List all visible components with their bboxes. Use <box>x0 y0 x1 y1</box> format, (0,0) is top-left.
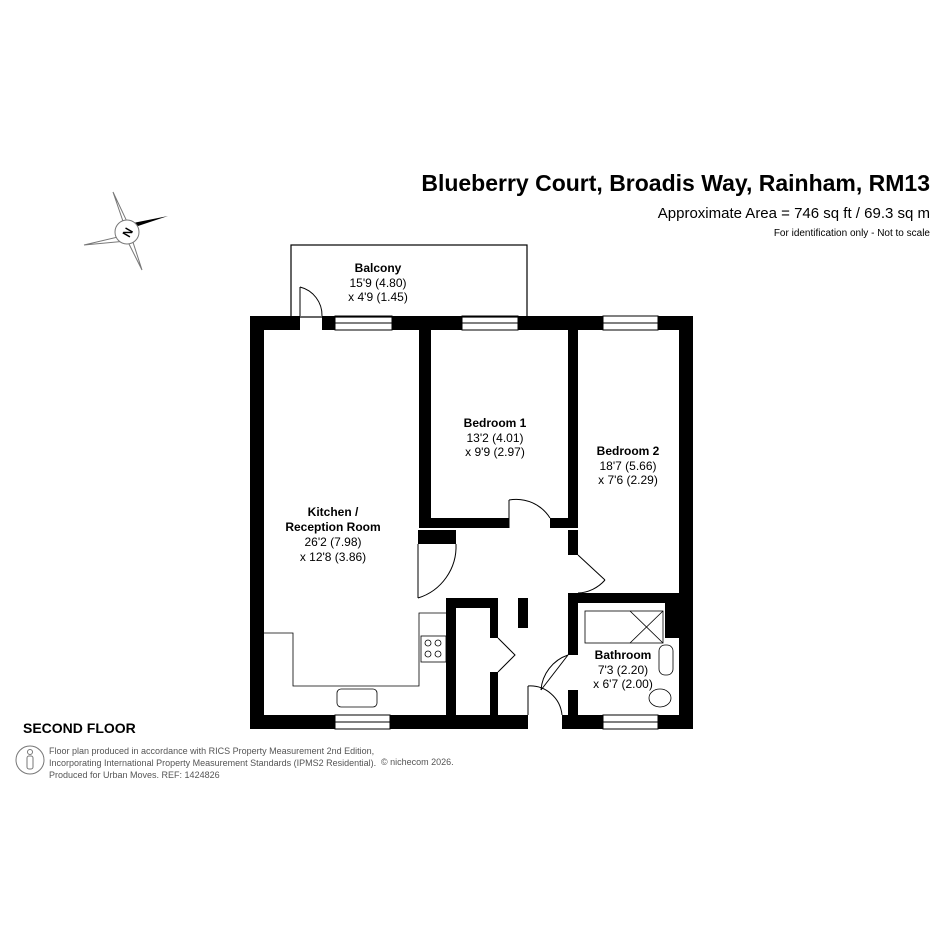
basin-icon <box>658 644 674 676</box>
walls <box>250 316 693 729</box>
room-bathroom: Bathroom 7'3 (2.20) x 6'7 (2.00) <box>593 648 653 691</box>
svg-text:Balcony: Balcony <box>355 261 402 275</box>
svg-text:Kitchen /: Kitchen / <box>308 505 359 519</box>
svg-text:Bedroom 2: Bedroom 2 <box>597 444 660 458</box>
windows <box>334 315 659 730</box>
room-balcony: Balcony 15'9 (4.80) x 4'9 (1.45) <box>348 261 408 304</box>
copyright: © nichecom 2026. <box>381 757 454 767</box>
balcony-outline <box>290 244 528 318</box>
footer-line-1: Floor plan produced in accordance with R… <box>49 746 375 756</box>
svg-text:x 7'6 (2.29): x 7'6 (2.29) <box>598 473 658 487</box>
sink-icon <box>336 688 378 708</box>
approximate-area: Approximate Area = 746 sq ft / 69.3 sq m <box>657 205 930 222</box>
svg-text:x 4'9 (1.45): x 4'9 (1.45) <box>348 290 408 304</box>
svg-text:18'7 (5.66): 18'7 (5.66) <box>600 459 657 473</box>
room-kitchen-reception: Kitchen / Reception Room 26'2 (7.98) x 1… <box>285 505 380 564</box>
footer-line-2: Incorporating International Property Mea… <box>49 758 377 768</box>
floor-label: SECOND FLOOR <box>23 720 136 736</box>
svg-text:15'9 (4.80): 15'9 (4.80) <box>350 276 407 290</box>
svg-text:13'2 (4.01): 13'2 (4.01) <box>467 431 524 445</box>
room-bedroom-1: Bedroom 1 13'2 (4.01) x 9'9 (2.97) <box>464 416 527 459</box>
room-bedroom-2: Bedroom 2 18'7 (5.66) x 7'6 (2.29) <box>597 444 660 487</box>
svg-text:Reception Room: Reception Room <box>285 520 380 534</box>
svg-text:26'2 (7.98): 26'2 (7.98) <box>305 535 362 549</box>
svg-text:Bedroom 1: Bedroom 1 <box>464 416 527 430</box>
compass-icon: N <box>83 191 168 271</box>
svg-text:Bathroom: Bathroom <box>595 648 652 662</box>
svg-text:7'3 (2.20): 7'3 (2.20) <box>598 663 648 677</box>
fixtures <box>264 610 674 708</box>
person-scale-icon <box>15 745 45 775</box>
hob-icon <box>420 635 447 663</box>
footer-notes: Floor plan produced in accordance with R… <box>49 745 376 781</box>
doors <box>299 286 606 716</box>
bath-icon <box>584 610 664 644</box>
footer-line-3: Produced for Urban Moves. REF: 1424826 <box>49 770 220 780</box>
svg-text:x 12'8 (3.86): x 12'8 (3.86) <box>300 550 366 564</box>
scale-note: For identification only - Not to scale <box>773 228 930 239</box>
svg-text:x 9'9 (2.97): x 9'9 (2.97) <box>465 445 525 459</box>
svg-text:x 6'7 (2.00): x 6'7 (2.00) <box>593 677 653 691</box>
property-title: Blueberry Court, Broadis Way, Rainham, R… <box>421 170 930 196</box>
toilet-icon <box>648 688 672 708</box>
